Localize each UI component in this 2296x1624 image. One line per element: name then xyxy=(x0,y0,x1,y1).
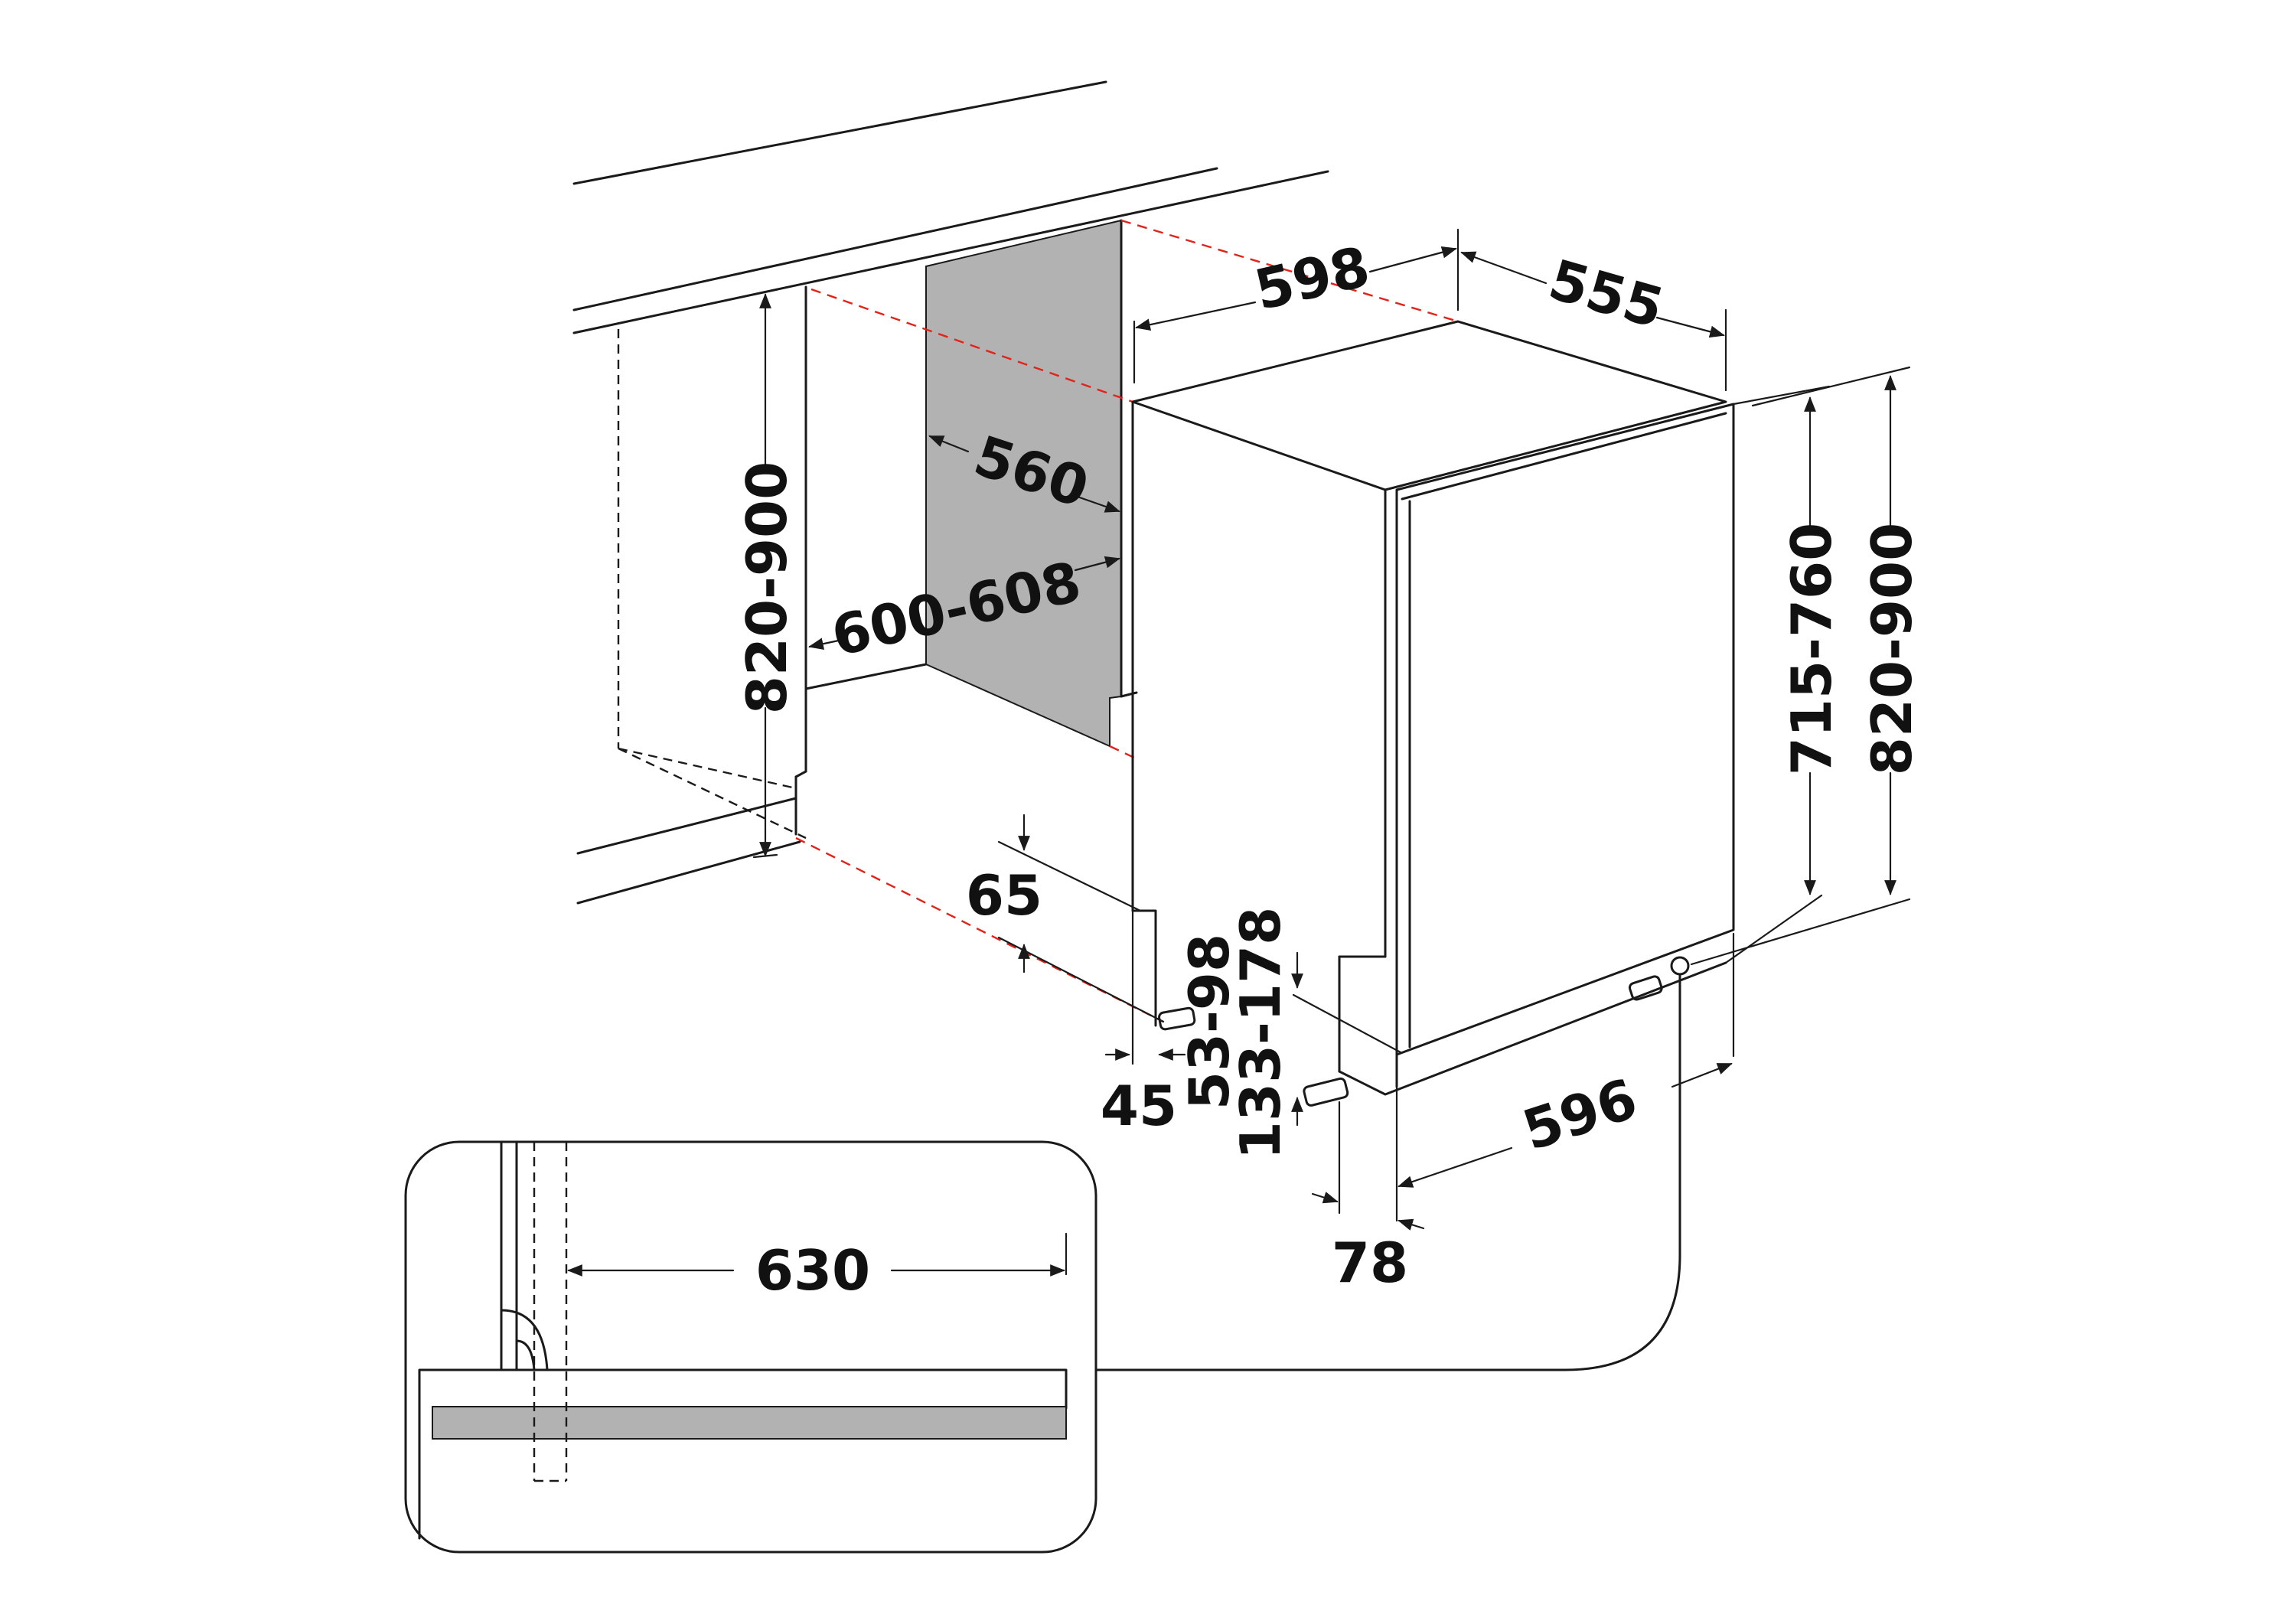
dim-45: 45 xyxy=(1101,1074,1177,1138)
dim-53-98: 53-98 xyxy=(1177,934,1241,1110)
dim-715-760: 715-760 xyxy=(1779,523,1844,775)
dim-555: 555 xyxy=(1542,247,1671,341)
dim-630: 630 xyxy=(755,1238,870,1303)
detail-inset xyxy=(404,1140,1097,1554)
dimension-lines xyxy=(752,228,1911,1231)
dim-820-900-right: 820-900 xyxy=(1860,523,1924,775)
dim-65: 65 xyxy=(966,863,1042,928)
detail-leader-line xyxy=(1094,973,1681,1371)
dim-596: 596 xyxy=(1515,1066,1645,1163)
worktop xyxy=(572,80,1329,334)
dim-820-900-left: 820-900 xyxy=(735,461,799,714)
adjacent-cabinet-hidden-edges xyxy=(617,329,807,840)
worktop-section xyxy=(432,1406,1067,1440)
dishwasher-body xyxy=(1131,320,1735,1107)
dim-78: 78 xyxy=(1332,1231,1408,1295)
dim-598: 598 xyxy=(1249,234,1375,323)
dim-133-178: 133-178 xyxy=(1228,907,1293,1159)
